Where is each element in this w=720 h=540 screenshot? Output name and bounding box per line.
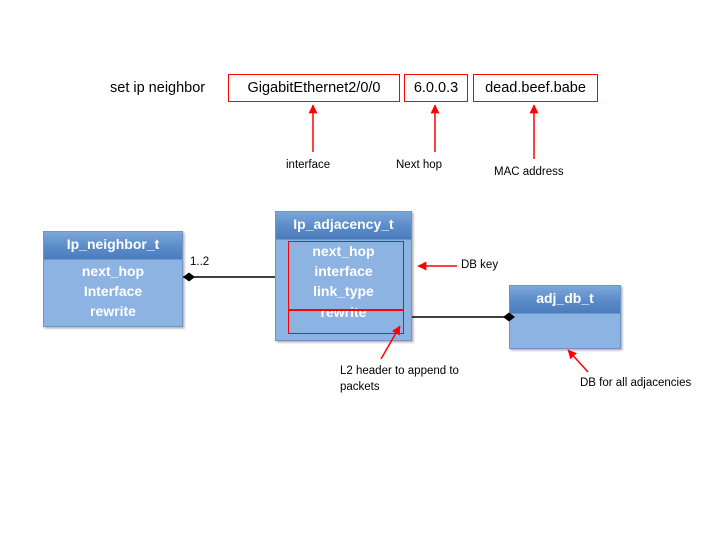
class-title-ip-adjacency: Ip_adjacency_t — [276, 212, 411, 240]
annotation-interface: interface — [286, 159, 331, 171]
class-title-ip-neighbor: Ip_neighbor_t — [44, 232, 182, 260]
class-fields-ip-neighbor: next_hop Interface rewrite — [44, 260, 182, 322]
field-rewrite: rewrite — [90, 303, 136, 320]
annotation-next-hop: Next hop — [396, 159, 443, 171]
field-link-type: link_type — [313, 283, 374, 300]
annotation-mac-address: MAC address — [494, 166, 564, 178]
command-field-mac[interactable]: dead.beef.babe — [473, 74, 598, 102]
command-field-interface[interactable]: GigabitEthernet2/0/0 — [228, 74, 400, 102]
callout-l2-header: L2 header to append to packets — [340, 365, 459, 393]
class-fields-adj-db — [510, 314, 620, 315]
command-field-next-hop[interactable]: 6.0.0.3 — [404, 74, 468, 102]
multiplicity-label: 1..2 — [190, 256, 210, 268]
field-interface: interface — [314, 262, 373, 279]
class-box-ip-adjacency[interactable]: Ip_adjacency_t next_hop interface link_t… — [275, 211, 412, 341]
callout-db-key: DB key — [461, 259, 499, 271]
command-label: set ip neighbor — [110, 80, 206, 96]
field-rewrite: rewrite — [320, 303, 367, 320]
class-fields-ip-adjacency: next_hop interface link_type rewrite — [276, 240, 411, 322]
field-next-hop: next_hop — [312, 242, 375, 259]
field-interface: Interface — [83, 282, 143, 299]
class-title-adj-db: adj_db_t — [510, 286, 620, 314]
callout-db-for-all-adjacencies: DB for all adjacencies — [580, 377, 692, 389]
class-box-adj-db[interactable]: adj_db_t — [509, 285, 621, 349]
field-next-hop: next_hop — [81, 262, 145, 279]
leader-db-for-all — [567, 349, 589, 373]
aggregation-diamond-neighbor — [183, 272, 195, 282]
class-box-ip-neighbor[interactable]: Ip_neighbor_t next_hop Interface rewrite — [43, 231, 183, 327]
